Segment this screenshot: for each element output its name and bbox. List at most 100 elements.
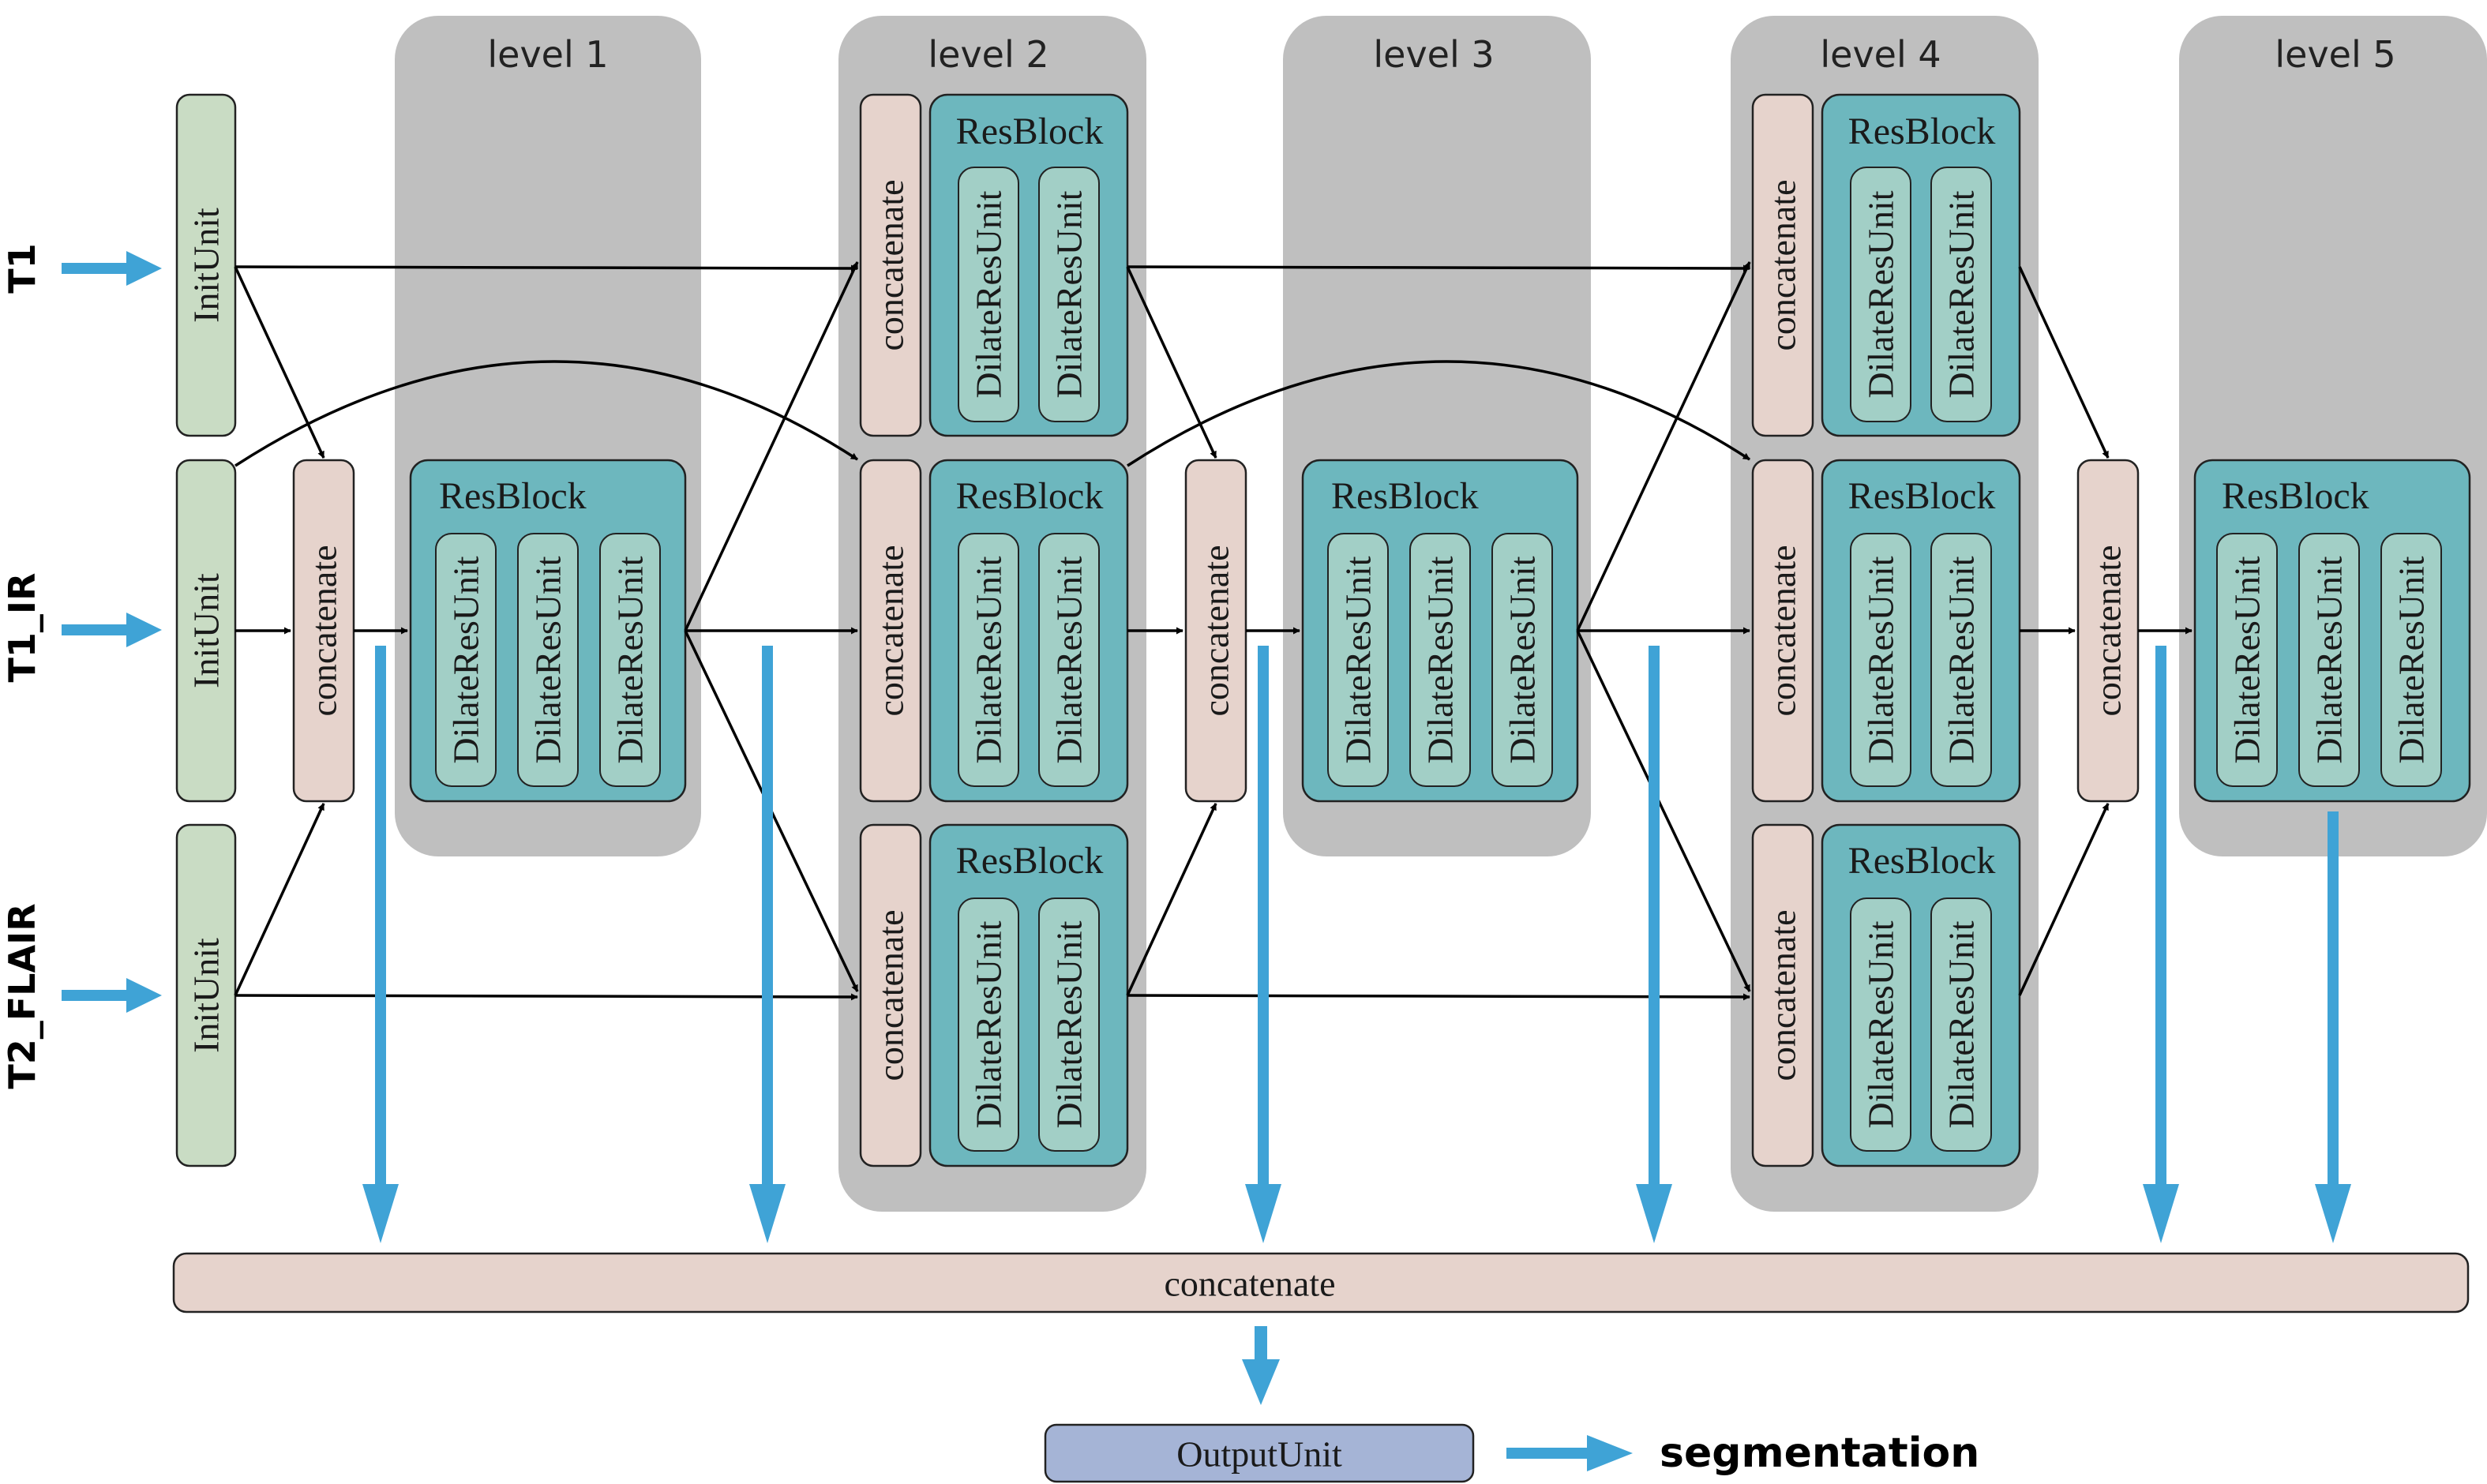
connector-arrow	[234, 264, 858, 272]
init-unit-label: InitUnit	[186, 573, 227, 688]
level-label: level 3	[1373, 33, 1494, 76]
dilate-res-unit	[1850, 898, 1911, 1152]
concatenate-block	[1751, 823, 1814, 1167]
input-arrow-t2-flair	[62, 978, 162, 1013]
concatenate-label: concatenate	[2088, 545, 2129, 716]
dilate-res-unit-label: DilateResUnit	[1861, 190, 1901, 398]
resblocks-small: ResBlock DilateResUnit DilateResUnit Res…	[928, 93, 2021, 1167]
dilate-res-unit-label: DilateResUnit	[1941, 920, 1982, 1128]
level-label: level 4	[1820, 33, 1941, 76]
concatenate-label: concatenate	[1196, 545, 1236, 716]
dilate-res-unit-label: DilateResUnit	[1049, 190, 1090, 398]
connector-arrow	[1127, 360, 1750, 467]
connector-arrow	[1126, 266, 1217, 459]
dilate-res-unit	[1327, 533, 1389, 787]
input-label-t1-ir: T1_IR	[1, 573, 43, 683]
resblock-label: ResBlock	[956, 475, 1104, 517]
resblock-label: ResBlock	[2222, 475, 2369, 517]
skip-flow-arrows	[362, 646, 2351, 1405]
dilate-res-unit-label: DilateResUnit	[1049, 920, 1090, 1128]
skip-flow-arrow	[1245, 646, 1281, 1243]
skip-flow-arrow	[2315, 811, 2351, 1243]
concatenate-block	[1751, 459, 1814, 803]
level-label: level 2	[928, 33, 1048, 76]
dilate-res-unit	[1850, 533, 1911, 787]
dilate-res-unit-label: DilateResUnit	[2309, 556, 2350, 763]
connector-arrow	[1576, 630, 1751, 992]
input-arrows	[62, 251, 162, 1013]
dilate-res-unit	[1038, 167, 1100, 422]
dilate-res-unit	[1930, 167, 1992, 422]
input-label-t2-flair: T2_FLAIR	[1, 903, 43, 1089]
dilate-res-unit-label: DilateResUnit	[1420, 556, 1461, 763]
concatenate-label: concatenate	[1763, 545, 1803, 716]
dilate-res-unit	[958, 533, 1019, 787]
connector-arrow	[1127, 264, 1750, 272]
bottom-concatenate-label: concatenate	[1164, 1264, 1335, 1304]
init-unit-label: InitUnit	[186, 208, 227, 323]
dilate-res-unit	[517, 533, 579, 787]
skip-flow-arrow	[2143, 646, 2179, 1243]
skip-flow-arrow	[362, 646, 399, 1243]
dilate-res-unit	[1038, 533, 1100, 787]
resblock-label: ResBlock	[956, 111, 1104, 152]
skip-flow-arrow	[1636, 646, 1672, 1243]
dilate-res-unit-label: DilateResUnit	[446, 556, 486, 763]
skip-flow-arrow	[749, 646, 786, 1243]
connector-arrow	[1127, 993, 1750, 1001]
dilate-res-unit-label: DilateResUnit	[528, 556, 568, 763]
dilate-res-unit-label: DilateResUnit	[969, 920, 1009, 1128]
bottom-concatenate-bar	[172, 1252, 2470, 1313]
dilate-res-unit-label: DilateResUnit	[610, 556, 651, 763]
dilate-res-unit	[958, 167, 1019, 422]
dilate-res-unit-label: DilateResUnit	[1941, 190, 1982, 398]
concatenate-label: concatenate	[304, 545, 344, 716]
dilate-res-unit	[1038, 898, 1100, 1152]
dilate-res-unit-label: DilateResUnit	[1502, 556, 1543, 763]
dilate-res-unit-label: DilateResUnit	[1338, 556, 1379, 763]
concatenate-blocks: concatenate concatenate concatenate conc…	[292, 93, 2140, 1167]
output-flow-arrow	[1242, 1326, 1280, 1405]
dilate-res-unit	[2216, 533, 2278, 787]
resblocks-large: ResBlock DilateResUnit DilateResUnit Dil…	[409, 459, 2471, 803]
concatenate-label: concatenate	[871, 545, 911, 716]
connector-arrow	[2018, 803, 2110, 996]
init-units: InitUnit InitUnit InitUnit	[175, 93, 237, 1167]
resblock-label: ResBlock	[1331, 475, 1479, 517]
concatenate-block	[859, 459, 922, 803]
dilate-res-unit-label: DilateResUnit	[1941, 556, 1982, 763]
output-unit	[1044, 1423, 1475, 1483]
concatenate-block	[859, 93, 922, 437]
resblock-label: ResBlock	[1848, 111, 1996, 152]
resblock-label: ResBlock	[956, 840, 1104, 882]
level-label: level 5	[2275, 33, 2395, 76]
concatenate-label: concatenate	[871, 909, 911, 1081]
level-labels: level 1 level 2 level 3 level 4 level 5	[487, 33, 2395, 76]
resblock-label: ResBlock	[1848, 475, 1996, 517]
dilate-res-unit-label: DilateResUnit	[1049, 556, 1090, 763]
connector-arrow	[234, 993, 858, 1001]
input-arrow-t1	[62, 251, 162, 286]
concatenate-block	[859, 823, 922, 1167]
dilate-res-unit-label: DilateResUnit	[969, 556, 1009, 763]
segmentation-label: segmentation	[1660, 1430, 1979, 1477]
resblock-label: ResBlock	[439, 475, 587, 517]
connector-arrow	[684, 261, 859, 631]
dilate-res-unit-label: DilateResUnit	[2227, 556, 2268, 763]
output-unit-label: OutputUnit	[1176, 1434, 1342, 1475]
init-unit-label: InitUnit	[186, 938, 227, 1053]
dilate-res-unit	[1930, 898, 1992, 1152]
dilate-res-unit	[2298, 533, 2360, 787]
resblock-label: ResBlock	[1848, 840, 1996, 882]
input-labels: T1 T1_IR T2_FLAIR	[1, 243, 43, 1089]
connector-arrow	[234, 266, 325, 459]
dilate-res-unit-label: DilateResUnit	[1861, 556, 1901, 763]
concatenate-label: concatenate	[1763, 179, 1803, 350]
connector-arrow	[234, 803, 325, 996]
dilate-res-unit	[1409, 533, 1471, 787]
level-label: level 1	[487, 33, 608, 76]
input-arrow-t1-ir	[62, 613, 162, 647]
dilate-res-unit	[1930, 533, 1992, 787]
connector-arrow	[234, 360, 858, 467]
